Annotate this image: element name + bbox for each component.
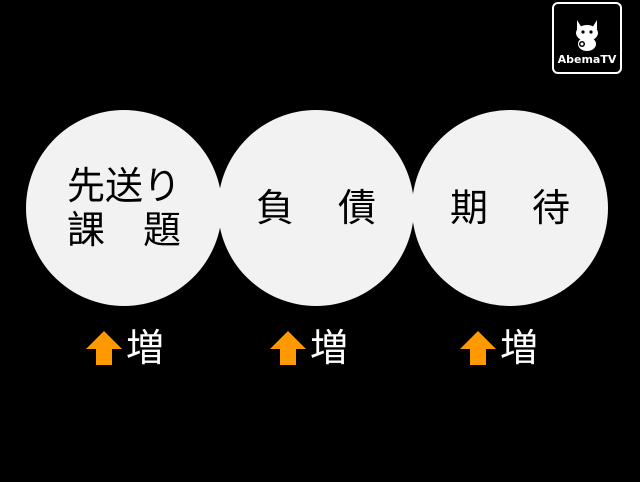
circle-text-char: 課 [66,208,105,252]
abematv-logo: AbemaTV [552,2,622,74]
up-arrow-icon [460,331,496,365]
circle-text-char: 期 [449,186,488,230]
increase-label: 増 [126,326,165,370]
circle-text-line1: 先送り [66,164,181,208]
circle-expectation: 期待 [412,110,608,306]
increase-label: 増 [500,326,539,370]
up-arrow-icon [270,331,306,365]
circle-text-char: 題 [143,208,182,252]
increase-indicator: 増 [268,326,348,370]
increase-indicator: 増 [84,326,164,370]
circle-text-line2: 課題 [67,208,181,252]
circle-debt: 負債 [218,110,414,306]
circle-text: 期待 [450,186,570,230]
logo-text: AbemaTV [557,53,617,66]
circle-text: 負債 [256,186,376,230]
increase-label: 増 [310,326,349,370]
increase-indicator: 増 [458,326,538,370]
circle-text-char: 負 [255,186,294,230]
circle-text-char: 債 [338,186,377,230]
up-arrow-icon [86,331,122,365]
circle-text-char: 待 [532,186,571,230]
mascot-icon [576,20,598,51]
circle-deferred-issues: 先送り 課題 [26,110,222,306]
